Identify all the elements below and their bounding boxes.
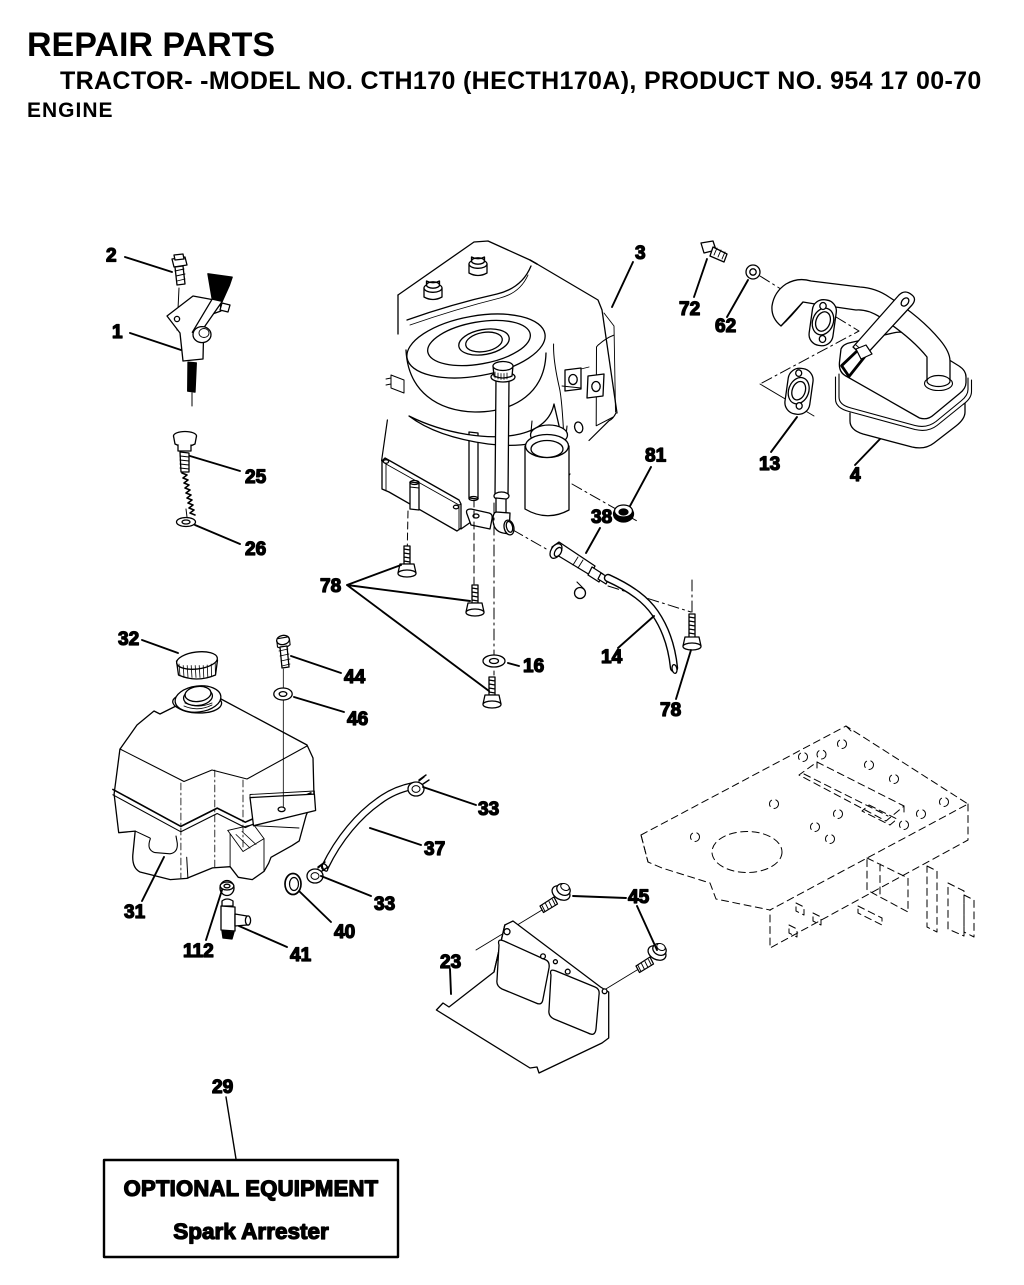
svg-text:26: 26 xyxy=(245,539,266,560)
svg-text:29: 29 xyxy=(212,1077,233,1098)
svg-text:25: 25 xyxy=(245,467,267,488)
svg-text:41: 41 xyxy=(290,945,312,966)
svg-text:2: 2 xyxy=(106,246,117,267)
svg-text:81: 81 xyxy=(645,446,667,467)
svg-text:38: 38 xyxy=(591,507,612,528)
svg-text:112: 112 xyxy=(183,941,214,962)
svg-text:78: 78 xyxy=(660,700,681,721)
svg-text:OPTIONAL EQUIPMENT: OPTIONAL EQUIPMENT xyxy=(124,1176,379,1201)
svg-text:Spark Arrester: Spark Arrester xyxy=(173,1219,329,1244)
svg-text:1: 1 xyxy=(112,322,123,343)
svg-text:TRACTOR- -MODEL NO. CTH170 (HE: TRACTOR- -MODEL NO. CTH170 (HECTH170A), … xyxy=(60,67,982,95)
svg-text:REPAIR PARTS: REPAIR PARTS xyxy=(27,26,275,64)
svg-text:37: 37 xyxy=(424,839,445,860)
svg-text:44: 44 xyxy=(344,667,366,688)
svg-text:ENGINE: ENGINE xyxy=(27,99,114,122)
svg-text:72: 72 xyxy=(679,299,700,320)
svg-text:33: 33 xyxy=(478,799,499,820)
svg-text:16: 16 xyxy=(523,656,544,677)
svg-text:13: 13 xyxy=(759,454,780,475)
svg-text:14: 14 xyxy=(601,647,623,668)
svg-text:31: 31 xyxy=(124,902,146,923)
svg-text:40: 40 xyxy=(334,922,355,943)
svg-text:23: 23 xyxy=(440,952,461,973)
svg-text:62: 62 xyxy=(715,316,736,337)
svg-text:33: 33 xyxy=(374,894,395,915)
svg-text:3: 3 xyxy=(635,243,646,264)
svg-text:4: 4 xyxy=(850,465,861,486)
svg-text:46: 46 xyxy=(347,709,368,730)
svg-text:32: 32 xyxy=(118,629,139,650)
svg-text:78: 78 xyxy=(320,576,341,597)
svg-text:45: 45 xyxy=(628,887,650,908)
